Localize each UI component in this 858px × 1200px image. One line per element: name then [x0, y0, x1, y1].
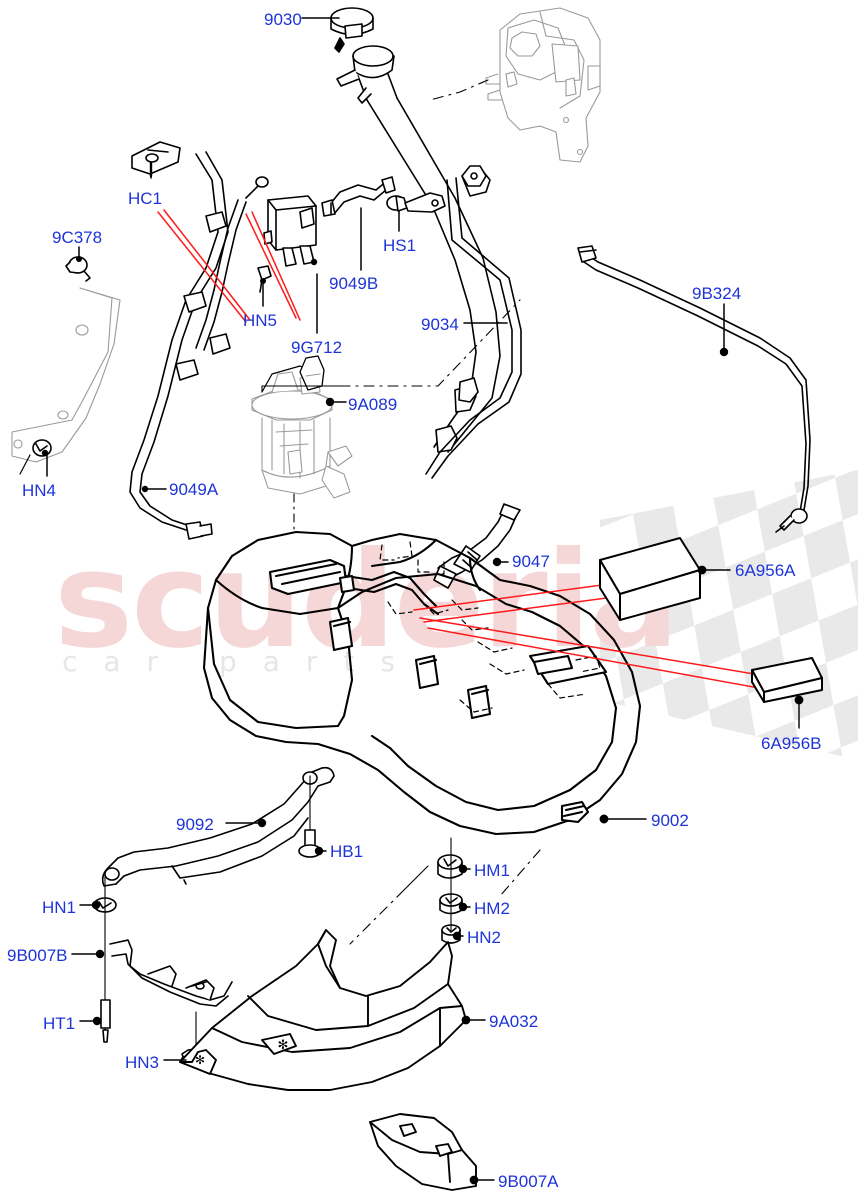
callout-label-9049B[interactable]: 9049B: [329, 274, 379, 293]
secondary-fuel-line: [195, 176, 269, 355]
part-9A032-heat-shield: ✻ ✻: [179, 929, 471, 1091]
callout-label-9B007A[interactable]: 9B007A: [498, 1172, 559, 1191]
ghost-engine-bracket: [485, 7, 601, 163]
watermark-tagline: car parts: [62, 645, 421, 678]
part-9G712-canister: [263, 195, 318, 267]
part-9030-filler-cap: [330, 7, 374, 53]
callout-label-9092[interactable]: 9092: [176, 815, 214, 834]
part-9049A-fuel-line: [129, 151, 229, 540]
callout-label-HN1[interactable]: HN1: [42, 898, 77, 917]
svg-text:✻: ✻: [278, 1037, 289, 1052]
part-9B007B-bracket: [109, 939, 233, 1007]
fastener-stack-right: [437, 837, 468, 944]
callout-label-HT1[interactable]: HT1: [43, 1014, 76, 1033]
callout-label-9030[interactable]: 9030: [264, 10, 302, 29]
callout-label-HN3[interactable]: HN3: [125, 1053, 160, 1072]
callout-label-HN4[interactable]: HN4: [22, 481, 57, 500]
callout-label-9B007B[interactable]: 9B007B: [7, 946, 68, 965]
callout-label-9034[interactable]: 9034: [421, 315, 459, 334]
callout-label-6A956B[interactable]: 6A956B: [761, 734, 822, 753]
callout-label-9A032[interactable]: 9A032: [489, 1012, 539, 1031]
part-6A956A-block: [599, 537, 707, 621]
fuel-pump-module: [251, 355, 353, 499]
part-9034-vent-pipe: [425, 177, 522, 479]
part-9049B-hose: [321, 176, 396, 217]
callout-label-HC1[interactable]: HC1: [128, 189, 163, 208]
hc1-red-leader: [157, 209, 251, 323]
callout-label-9B324[interactable]: 9B324: [692, 284, 742, 303]
callout-label-9002[interactable]: 9002: [651, 811, 689, 830]
callout-label-HM1[interactable]: HM1: [474, 861, 510, 880]
vent-bracket-upper: [461, 165, 487, 187]
part-9002-fuel-tank: [202, 530, 642, 836]
callout-label-9047[interactable]: 9047: [512, 552, 550, 571]
callout-label-HS1[interactable]: HS1: [383, 236, 417, 255]
callout-label-HN5[interactable]: HN5: [243, 311, 278, 330]
callout-label-6A956A[interactable]: 6A956A: [735, 561, 796, 580]
part-9C378-grommet: [65, 256, 91, 282]
callout-label-9G712[interactable]: 9G712: [291, 338, 343, 357]
ghost-shield-plate-left: [11, 287, 121, 463]
part-HS1-clamp: [386, 192, 446, 213]
callout-leaders: [46, 17, 731, 1181]
callout-label-HN2[interactable]: HN2: [467, 928, 502, 947]
callout-label-9A089[interactable]: 9A089: [348, 395, 398, 414]
callout-label-HB1[interactable]: HB1: [330, 842, 364, 861]
callout-label-9049A[interactable]: 9049A: [169, 480, 219, 499]
part-HN4-nut: [19, 439, 52, 475]
part-6A956B-pad: [751, 657, 823, 729]
callout-label-9C378[interactable]: 9C378: [52, 228, 103, 247]
part-9092-tank-strap: [101, 766, 335, 887]
part-9B007A-shield: [369, 1113, 479, 1191]
fastener-stack-left: [91, 874, 117, 1043]
part-HN5-nut: [257, 265, 272, 293]
part-9B324-pipe: [577, 245, 811, 533]
svg-text:✻: ✻: [195, 1053, 205, 1067]
callout-label-HM2[interactable]: HM2: [474, 899, 510, 918]
